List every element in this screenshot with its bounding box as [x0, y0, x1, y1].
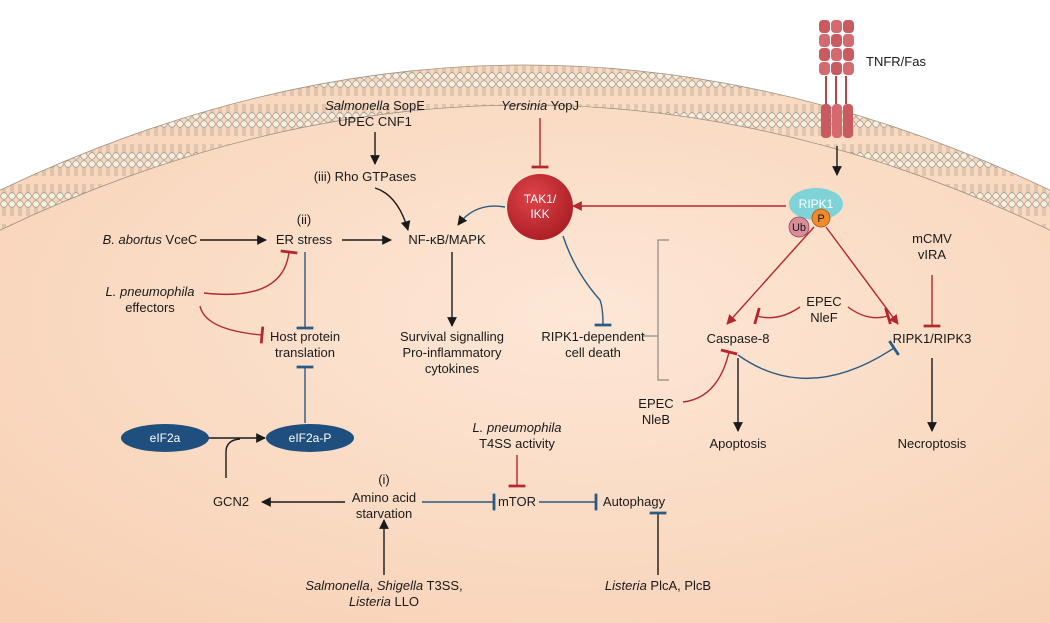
tak1-ikk-node: TAK1/ IKK [507, 174, 573, 240]
p-node [811, 208, 831, 228]
lpn-effectors-label-line2: effectors [125, 300, 175, 315]
ripk1-node-label: RIPK1 [799, 197, 834, 211]
tak1-label-line2: IKK [530, 207, 549, 221]
yersinia-label-italic: Yersinia [501, 98, 547, 113]
ripk1-node [789, 188, 843, 220]
upec-cnf1-label: UPEC CNF1 [338, 114, 412, 129]
gcn2-label: GCN2 [213, 494, 249, 509]
listeria-llo-label: Listeria LLO [349, 594, 419, 609]
listeria-plc-italic: Listeria [605, 578, 647, 593]
ripk1-death-label-line2: cell death [565, 345, 621, 360]
host-translation-label-line1: Host protein [270, 329, 340, 344]
eif2a-p-label: eIF2a-P [289, 431, 332, 445]
tak1-label-line1: TAK1/ [524, 192, 557, 206]
listeria-llo-italic: Listeria [349, 594, 391, 609]
yersinia-yopj-label: Yersinia YopJ [501, 98, 579, 113]
host-translation-label-line2: translation [275, 345, 335, 360]
amino-acid-label-line1: Amino acid [352, 490, 416, 505]
edge-tak1-inhibits-ripk1-death [562, 235, 612, 327]
eif2a-p-node: eIF2a-P [266, 424, 354, 452]
t4ss-label-line2: T4SS activity [479, 436, 555, 451]
mcmv-label-line1: mCMV [912, 231, 952, 246]
eif2a-node: eIF2a [121, 424, 209, 452]
ii-label: (ii) [297, 212, 311, 227]
ub-node [788, 216, 810, 238]
cytoplasm [0, 65, 1050, 623]
p-label: P [817, 213, 824, 225]
salm-shig-label: Salmonella, Shigella T3SS, [305, 578, 462, 593]
edge-rho-to-nfkb [374, 187, 411, 231]
amino-acid-label-line2: starvation [356, 506, 412, 521]
yersinia-label-rest: YopJ [547, 98, 579, 113]
necroptosis-label: Necroptosis [898, 436, 967, 451]
membrane-outer-edge [0, 64, 1050, 191]
ripk1-ripk3-label: RIPK1/RIPK3 [893, 331, 972, 346]
listeria-plc-rest: PlcA, PlcB [647, 578, 711, 593]
rho-gtpases-label: (iii) Rho GTPases [314, 169, 417, 184]
edge-tak1-to-nfkb [457, 205, 506, 226]
edges [199, 118, 941, 575]
tnfr-fas-receptor [819, 20, 854, 138]
edge-lpn-effectors-inhibits-host [199, 305, 265, 344]
edge-lpn-effectors-inhibits-er [203, 249, 298, 296]
salm-shig-italic-c: Shigella [377, 578, 423, 593]
salm-shig-d: T3SS, [423, 578, 463, 593]
mtor-label: mTOR [498, 494, 536, 509]
b-abortus-rest: VceC [162, 232, 197, 247]
sope-label-italic: Salmonella [325, 98, 389, 113]
edge-nlef-inhibits-caspase8 [753, 306, 801, 325]
edge-nleb-inhibits-caspase8 [682, 348, 738, 403]
ub-label: Ub [792, 222, 806, 234]
sope-label: Salmonella SopE [325, 98, 425, 113]
epec-nlef-label-line2: NleF [810, 310, 838, 325]
autophagy-label: Autophagy [603, 494, 666, 509]
membrane-inner-edge [0, 104, 1050, 231]
lpn-effectors-label-line1: L. pneumophila [106, 284, 195, 299]
survival-label-line3: cytokines [425, 361, 480, 376]
survival-label-line2: Pro-inflammatory [403, 345, 502, 360]
mcmv-label-line2: vIRA [918, 247, 947, 262]
listeria-plc-label: Listeria PlcA, PlcB [605, 578, 711, 593]
tnfr-fas-label: TNFR/Fas [866, 54, 926, 69]
b-abortus-label: B. abortus VceC [103, 232, 198, 247]
edge-caspase8-inhibits-ripk3 [737, 340, 900, 379]
salm-shig-italic-a: Salmonella [305, 578, 369, 593]
er-stress-label: ER stress [276, 232, 333, 247]
edge-ripk1-to-caspase8 [726, 226, 815, 325]
i-label: (i) [378, 472, 390, 487]
edge-nlef-inhibits-ripk3 [847, 306, 892, 325]
eif2a-label: eIF2a [150, 431, 181, 445]
epec-nlef-label-line1: EPEC [806, 294, 841, 309]
epec-nleb-label-line2: NleB [642, 412, 670, 427]
caspase8-label: Caspase-8 [707, 331, 770, 346]
t4ss-label-line1: L. pneumophila [473, 420, 562, 435]
cell-death-bracket [657, 239, 669, 381]
survival-label-line1: Survival signalling [400, 329, 504, 344]
edge-gcn2-to-eif2ap [225, 438, 241, 478]
epec-nleb-label-line1: EPEC [638, 396, 673, 411]
apoptosis-label: Apoptosis [709, 436, 767, 451]
ripk1-death-label-line1: RIPK1-dependent [541, 329, 645, 344]
plasma-membrane [0, 65, 1050, 231]
cell [0, 64, 1050, 623]
nfkb-mapk-label: NF-κB/MAPK [408, 232, 486, 247]
sope-label-rest: SopE [389, 98, 425, 113]
b-abortus-italic: B. abortus [103, 232, 163, 247]
salm-shig-b: , [370, 578, 377, 593]
ripk1-complex: RIPK1 Ub P [788, 188, 843, 238]
listeria-llo-rest: LLO [391, 594, 419, 609]
